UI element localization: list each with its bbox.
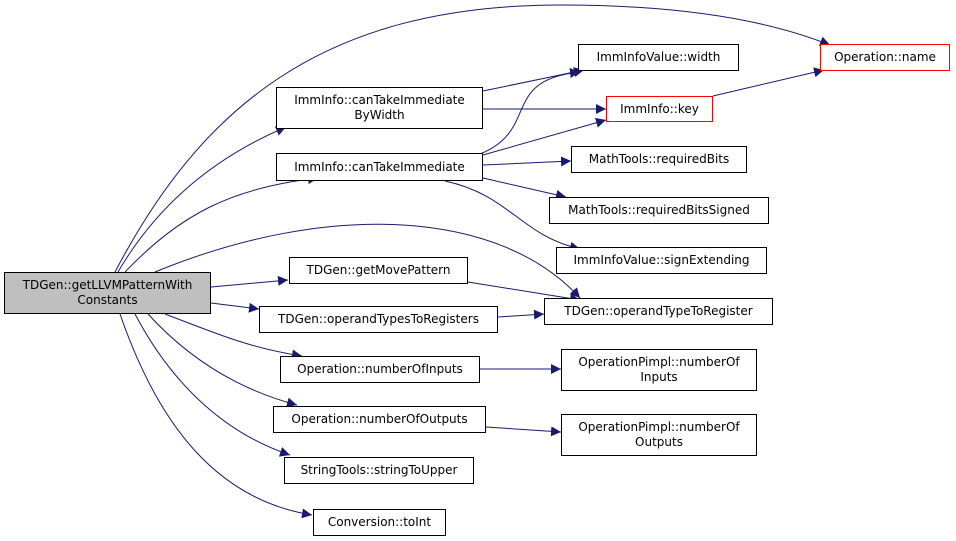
edge-root-to-operand-types-to-registers xyxy=(210,302,260,313)
node-operation-number-of-outputs[interactable]: Operation::numberOfOutputs xyxy=(273,406,486,433)
node-label: MathTools::requiredBits xyxy=(588,152,730,166)
node-label: ImmInfoValue::signExtending xyxy=(573,253,750,267)
root-node-get-llvm-pattern-with-constants: TDGen::getLLVMPatternWith Constants xyxy=(4,272,211,314)
node-operation-name[interactable]: Operation::name xyxy=(820,44,950,71)
node-math-tools-required-bits-signed[interactable]: MathTools::requiredBitsSigned xyxy=(549,197,769,224)
node-line: ByWidth xyxy=(354,108,405,122)
node-label: TDGen::getMovePattern xyxy=(306,263,451,277)
edge-root-to-operand-type-to-register xyxy=(154,223,581,299)
node-line: ImmInfo::canTakeImmediate xyxy=(294,93,465,107)
node-line: Constants xyxy=(77,293,138,307)
edge-root-to-operation-name xyxy=(114,4,831,273)
edge-can-take-to-required-bits xyxy=(482,156,572,167)
node-tdgen-operand-type-to-register[interactable]: TDGen::operandTypeToRegister xyxy=(544,298,773,325)
node-line: Inputs xyxy=(640,370,678,384)
node-label: TDGen::operandTypeToRegister xyxy=(564,304,753,318)
node-imm-info-value-width[interactable]: ImmInfoValue::width xyxy=(578,44,739,71)
edge-root-to-number-of-inputs xyxy=(164,313,303,360)
node-string-tools-string-to-upper[interactable]: StringTools::stringToUpper xyxy=(284,457,474,484)
edge-imm-key-to-operation-name xyxy=(712,67,825,97)
edge-number-of-outputs-to-pimpl-outputs xyxy=(485,426,562,437)
node-label: ImmInfoValue::width xyxy=(596,50,721,64)
node-label: ImmInfo::key xyxy=(620,101,699,116)
node-label: Conversion::toInt xyxy=(327,515,432,529)
node-can-take-immediate-by-width[interactable]: ImmInfo::canTakeImmediate ByWidth xyxy=(276,87,483,129)
node-imm-info-value-sign-extending[interactable]: ImmInfoValue::signExtending xyxy=(556,247,767,274)
node-imm-info-key[interactable]: ImmInfo::key xyxy=(606,96,713,122)
edge-can-take-to-sign-extending xyxy=(444,180,581,252)
node-label: StringTools::stringToUpper xyxy=(300,463,458,477)
edge-root-to-get-move-pattern xyxy=(210,275,289,288)
edge-can-take-to-imm-key xyxy=(482,117,607,156)
node-operation-number-of-inputs[interactable]: Operation::numberOfInputs xyxy=(280,356,480,383)
edge-root-to-to-int xyxy=(119,313,313,519)
node-line: OperationPimpl::numberOf xyxy=(578,420,740,434)
node-line: TDGen::getLLVMPatternWith xyxy=(22,278,193,292)
edge-root-to-number-of-outputs xyxy=(147,313,298,408)
edge-operand-types-to-registers-to-operand-type-to-register xyxy=(497,309,545,320)
node-label: TDGen::operandTypesToRegisters xyxy=(278,312,479,326)
node-label: MathTools::requiredBitsSigned xyxy=(568,203,750,217)
node-label: Operation::numberOfOutputs xyxy=(291,412,468,426)
edge-root-to-string-to-upper xyxy=(134,313,291,457)
node-label: ImmInfo::canTakeImmediate xyxy=(294,159,465,174)
edge-root-to-can-take xyxy=(124,174,319,273)
node-operation-pimpl-number-of-inputs[interactable]: OperationPimpl::numberOf Inputs xyxy=(561,349,757,391)
node-tdgen-operand-types-to-registers[interactable]: TDGen::operandTypesToRegisters xyxy=(259,306,498,333)
node-math-tools-required-bits[interactable]: MathTools::requiredBits xyxy=(571,146,747,173)
node-line: Outputs xyxy=(635,435,683,449)
edge-get-move-pattern-to-operand-type-to-register xyxy=(467,281,581,304)
node-label: Operation::numberOfInputs xyxy=(297,362,463,376)
node-line: OperationPimpl::numberOf xyxy=(578,355,740,369)
edge-can-take-to-imm-width xyxy=(479,68,581,155)
node-conversion-to-int[interactable]: Conversion::toInt xyxy=(313,509,446,536)
edge-can-take-to-required-bits-signed xyxy=(482,177,567,200)
edge-root-to-can-take-by-width xyxy=(117,126,287,273)
node-tdgen-get-move-pattern[interactable]: TDGen::getMovePattern xyxy=(289,257,468,284)
node-operation-pimpl-number-of-outputs[interactable]: OperationPimpl::numberOf Outputs xyxy=(561,414,757,456)
node-label: Operation::name xyxy=(834,50,936,64)
node-can-take-immediate[interactable]: ImmInfo::canTakeImmediate xyxy=(276,153,483,181)
